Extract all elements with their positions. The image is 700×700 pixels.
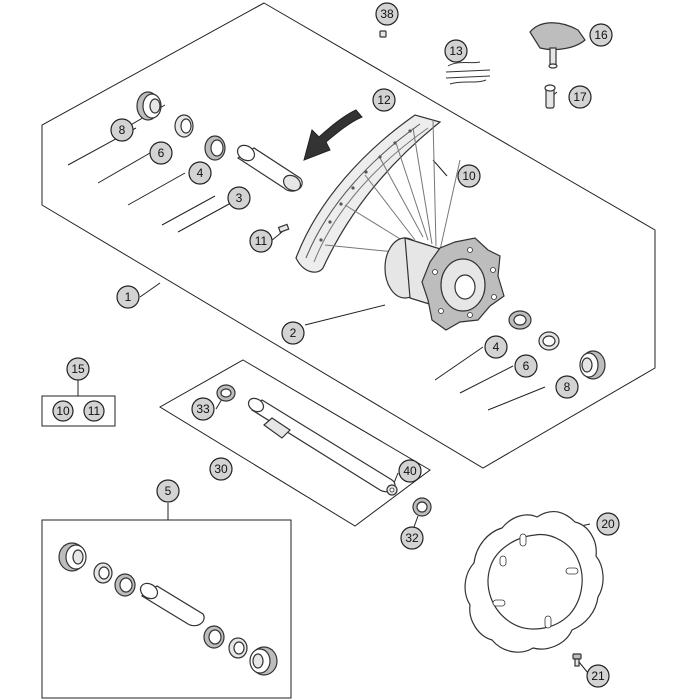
kit-spacer-b-part (228, 637, 248, 659)
svg-text:1: 1 (125, 290, 132, 304)
svg-text:11: 11 (88, 404, 101, 418)
lower-spacer-ring-part (538, 331, 560, 351)
callout-6-upper: 6 (149, 141, 173, 165)
callout-16: 16 (589, 23, 613, 47)
spoke-nipple-part (277, 223, 290, 233)
svg-text:6: 6 (523, 359, 530, 373)
upper-seal-ring-part (136, 91, 162, 121)
svg-text:40: 40 (403, 464, 417, 478)
callout-11-upper: 11 (249, 229, 273, 253)
disc-bolt-part (572, 653, 582, 667)
svg-text:10: 10 (56, 404, 70, 418)
svg-text:4: 4 (197, 166, 204, 180)
lower-bearing-part (508, 310, 532, 330)
axle-bolt-part (412, 497, 432, 517)
svg-text:10: 10 (462, 169, 476, 183)
callout-8-lower: 8 (555, 375, 579, 399)
callout-30: 30 (209, 457, 233, 481)
callout-13: 13 (444, 39, 468, 63)
svg-text:30: 30 (214, 462, 228, 476)
wheel-assembly-frame (41, 2, 656, 469)
axle-washer-part (386, 484, 398, 496)
callout-4-lower: 4 (484, 335, 508, 359)
kit-sleeve-part (139, 582, 205, 627)
callout-6-lower: 6 (514, 354, 538, 378)
callout-38: 38 (375, 2, 399, 26)
rim-part (295, 114, 442, 273)
callout-21: 21 (586, 664, 610, 688)
brake-disc-part (464, 510, 604, 653)
svg-text:15: 15 (71, 362, 85, 376)
svg-text:6: 6 (158, 146, 165, 160)
callout-8-upper: 8 (110, 118, 134, 142)
axle-nut-part (216, 384, 236, 402)
kit-seal-ring-a-part (58, 542, 87, 572)
upper-bearing-part (204, 135, 226, 161)
svg-text:38: 38 (380, 7, 394, 21)
bearing-kit-frame (41, 519, 292, 699)
callout-11-kit: 11 (83, 400, 105, 422)
svg-text:12: 12 (377, 93, 391, 107)
callout-32: 32 (400, 526, 424, 550)
callout-10-upper: 10 (457, 164, 481, 188)
svg-text:8: 8 (564, 380, 571, 394)
callout-1: 1 (116, 285, 140, 309)
callout-3: 3 (227, 186, 251, 210)
svg-text:5: 5 (165, 484, 172, 498)
kit-spacer-a-part (93, 562, 113, 584)
svg-text:3: 3 (236, 191, 243, 205)
inner-tube-valve-part (529, 22, 586, 69)
svg-text:2: 2 (290, 326, 297, 340)
callout-2: 2 (281, 321, 305, 345)
kit-bearing-b-part (203, 625, 225, 649)
valve-cap-part (379, 30, 387, 38)
callout-15: 15 (66, 357, 90, 381)
wheel-axle-part (247, 397, 396, 493)
hub-spacer-sleeve-part (236, 144, 303, 192)
svg-text:20: 20 (601, 517, 615, 531)
valve-insert-part (544, 84, 556, 109)
callout-17: 17 (568, 85, 592, 109)
callout-33: 33 (191, 397, 215, 421)
kit-bearing-a-part (114, 573, 136, 597)
lower-seal-ring-part (579, 350, 606, 380)
upper-spacer-ring-part (174, 114, 194, 138)
svg-text:13: 13 (449, 44, 463, 58)
svg-text:4: 4 (493, 340, 500, 354)
svg-text:16: 16 (594, 28, 608, 42)
rotation-arrow-icon (303, 109, 363, 161)
rim-band-part (445, 61, 491, 85)
callout-10-kit: 10 (52, 400, 74, 422)
callout-40: 40 (398, 459, 422, 483)
callout-4-upper: 4 (188, 161, 212, 185)
callout-5: 5 (156, 479, 180, 503)
kit-seal-ring-b-part (249, 646, 278, 676)
axle-kit-frame (159, 359, 431, 527)
svg-text:33: 33 (196, 402, 210, 416)
callout-12: 12 (372, 88, 396, 112)
svg-text:8: 8 (119, 123, 126, 137)
svg-text:32: 32 (405, 531, 419, 545)
svg-text:21: 21 (591, 669, 605, 683)
svg-text:17: 17 (573, 90, 587, 104)
svg-text:11: 11 (255, 234, 268, 248)
hub-part (384, 237, 505, 331)
callout-20: 20 (596, 512, 620, 536)
